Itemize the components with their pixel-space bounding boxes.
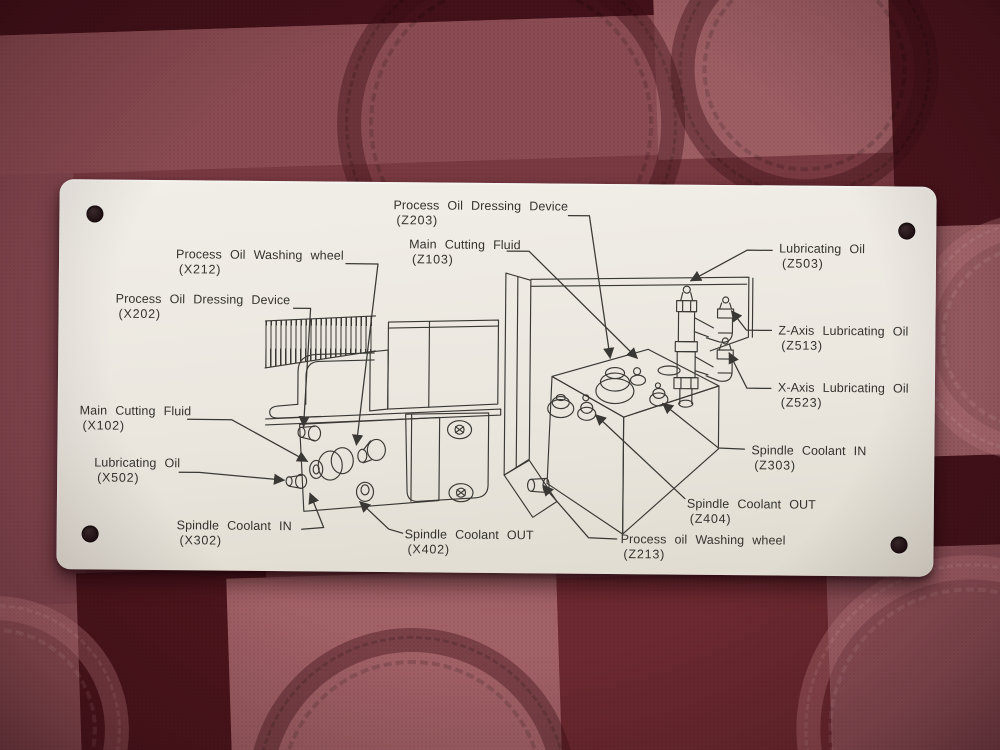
label-text: X-Axis Lubricating Oil — [777, 380, 909, 396]
label-text: Spindle Coolant IN — [176, 518, 292, 534]
right-machine — [503, 272, 754, 535]
label-code: (Z523) — [780, 395, 823, 410]
label-code: (Z503) — [781, 256, 824, 271]
label-text: Process Oil Dressing Device — [393, 198, 569, 214]
label-x502: Lubricating Oil (X502) — [94, 455, 180, 486]
label-z303: Spindle Coolant IN (Z303) — [751, 443, 866, 474]
label-text: Process Oil Washing wheel — [176, 247, 344, 263]
label-x202: Process Oil Dressing Device (X202) — [115, 291, 291, 324]
label-code: (X502) — [97, 470, 140, 485]
label-code: (Z513) — [781, 338, 823, 353]
label-text: Spindle Coolant OUT — [686, 496, 816, 512]
label-z103: Main Cutting Fluid (Z103) — [409, 237, 521, 268]
left-machine — [264, 315, 502, 512]
label-z513: Z-Axis Lubricating Oil (Z513) — [778, 323, 908, 354]
label-code: (Z103) — [411, 252, 454, 267]
label-text: Spindle Coolant IN — [751, 443, 867, 459]
label-code: (X402) — [407, 542, 450, 557]
label-z523: X-Axis Lubricating Oil (Z523) — [778, 380, 909, 411]
metal-plate: Process Oil Washing wheel (X212) Process… — [56, 179, 937, 577]
label-text: Process Oil Dressing Device — [115, 291, 291, 308]
label-z404: Spindle Coolant OUT (Z404) — [687, 497, 816, 528]
label-text: Main Cutting Fluid — [409, 237, 521, 253]
label-text: Z-Axis Lubricating Oil — [778, 323, 909, 339]
label-text: Lubricating Oil — [779, 241, 866, 257]
label-code: (Z213) — [623, 547, 666, 562]
label-code: (Z404) — [689, 511, 732, 527]
machine-line-diagram — [178, 214, 773, 540]
label-text: Spindle Coolant OUT — [404, 527, 534, 543]
label-x212: Process Oil Washing wheel (X212) — [176, 247, 344, 278]
label-z503: Lubricating Oil (Z503) — [779, 241, 865, 272]
label-text: Lubricating Oil — [94, 455, 181, 471]
leader-lines — [178, 214, 773, 540]
label-text: Main Cutting Fluid — [79, 403, 192, 419]
label-x302: Spindle Coolant IN (X302) — [177, 518, 292, 549]
label-code: (X212) — [178, 262, 222, 277]
label-z203: Process Oil Dressing Device (Z203) — [393, 198, 568, 230]
label-text: Process oil Washing wheel — [620, 532, 786, 548]
label-code: (X202) — [118, 306, 161, 322]
label-x402: Spindle Coolant OUT (X402) — [404, 527, 534, 558]
label-z213: Process oil Washing wheel (Z213) — [620, 532, 786, 563]
label-x102: Main Cutting Fluid (X102) — [80, 403, 192, 434]
label-code: (X302) — [179, 533, 222, 548]
label-code: (Z203) — [396, 213, 439, 228]
label-code: (X102) — [82, 418, 125, 433]
label-code: (Z303) — [754, 458, 796, 473]
